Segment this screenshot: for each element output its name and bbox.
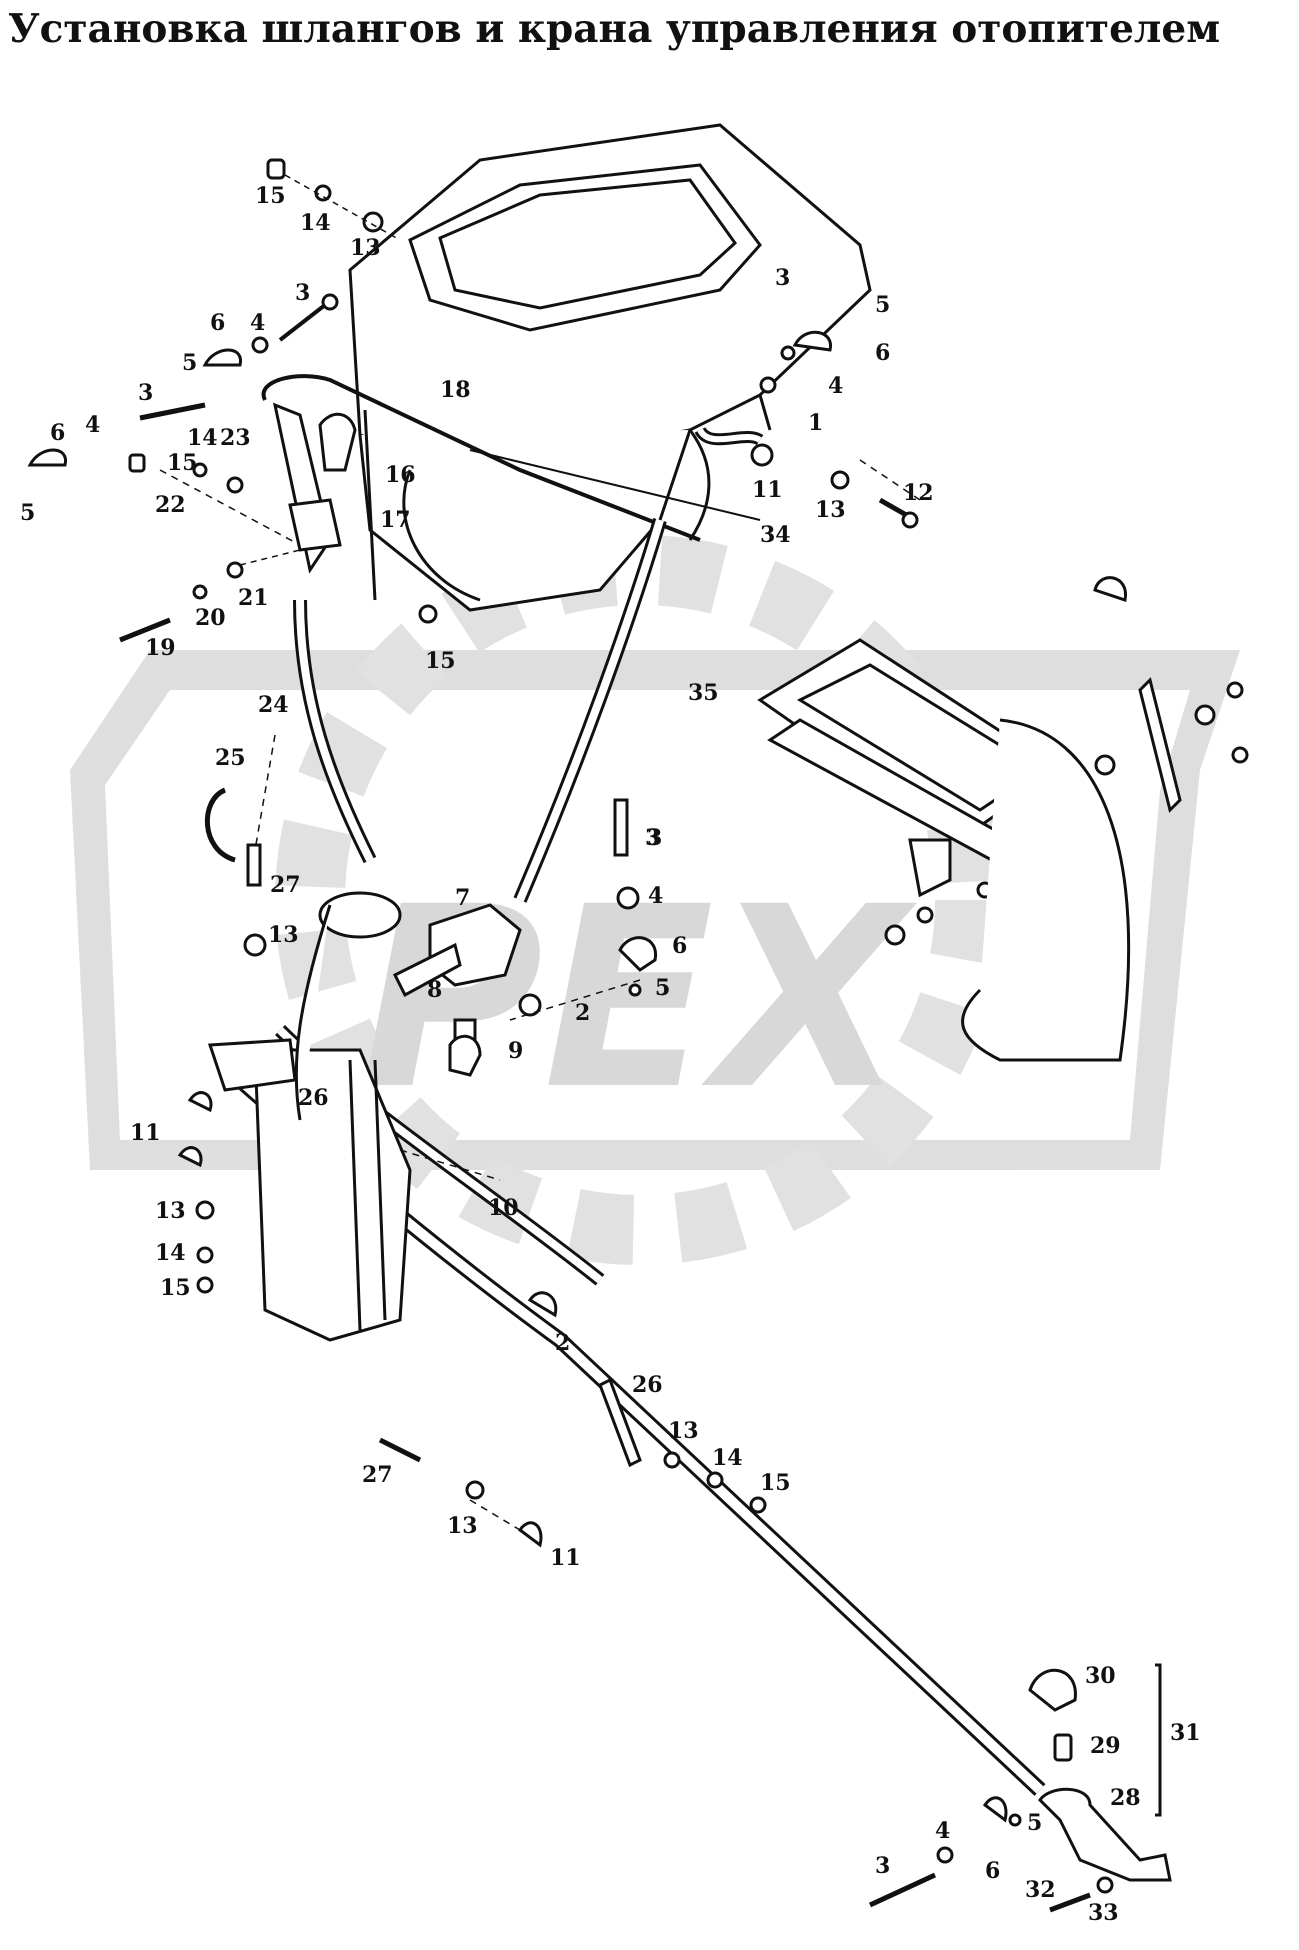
callout-label: 15 — [160, 1275, 191, 1301]
callout-label: 3 — [647, 825, 662, 851]
callout-label: 19 — [145, 635, 176, 661]
callout-label: 10 — [488, 1195, 519, 1221]
callout-label: 8 — [427, 977, 442, 1003]
callout-label: 34 — [760, 522, 791, 548]
callout-label: 15 — [255, 183, 286, 209]
callout-label: 7 — [455, 885, 470, 911]
callout-label: 31 — [1170, 1720, 1201, 1746]
callout-label: 11 — [130, 1120, 161, 1146]
heater-housing — [348, 123, 872, 612]
top-fasteners — [27, 158, 919, 643]
callout-label: 11 — [550, 1545, 581, 1571]
callout-label: 5 — [1027, 1810, 1042, 1836]
valve-bracket — [272, 402, 377, 601]
page-title: Установка шлангов и крана управления ото… — [8, 6, 1221, 52]
callout-label: 3 — [138, 380, 153, 406]
callout-label: 9 — [508, 1038, 523, 1064]
callout-label: 26 — [298, 1085, 329, 1111]
callout-label: 13 — [447, 1513, 478, 1539]
callout-label: 13 — [155, 1198, 186, 1224]
callout-label: 15 — [760, 1470, 791, 1496]
callout-label: 13 — [268, 922, 299, 948]
callout-label: 22 — [155, 492, 186, 518]
callout-label: 14 — [712, 1445, 743, 1471]
callout-label: 5 — [875, 292, 890, 318]
callout-label: 5 — [182, 350, 197, 376]
callout-label: 6 — [210, 310, 225, 336]
callout-label: 5 — [20, 500, 35, 526]
union-assembly — [868, 1663, 1172, 1913]
leader-lines — [159, 459, 921, 1531]
callout-label: 24 — [258, 692, 289, 718]
callout-label: 28 — [1110, 1785, 1141, 1811]
callout-label: 11 — [752, 477, 783, 503]
part-callouts: 15 14 13 3 4 6 5 3 4 6 5 6 5 3 14 23 15 … — [20, 183, 1201, 1926]
callout-label: 27 — [362, 1462, 393, 1488]
callout-label: 13 — [815, 497, 846, 523]
callout-label: 2 — [575, 1000, 590, 1026]
callout-label: 14 — [187, 425, 218, 451]
control-panel — [757, 576, 1249, 1062]
callout-label: 4 — [648, 883, 663, 909]
lower-duct — [207, 891, 412, 1342]
callout-label: 18 — [440, 377, 471, 403]
callout-label: 6 — [875, 340, 890, 366]
callout-label: 33 — [1088, 1900, 1119, 1926]
callout-label: 32 — [1025, 1877, 1056, 1903]
callout-label: 26 — [632, 1372, 663, 1398]
callout-label: 20 — [195, 605, 226, 631]
callout-label: 6 — [50, 420, 65, 446]
callout-label: 6 — [985, 1858, 1000, 1884]
callout-label: 4 — [935, 1818, 950, 1844]
callout-label: 4 — [85, 412, 100, 438]
callout-label: 3 — [775, 265, 790, 291]
callout-label: 4 — [250, 310, 265, 336]
callout-label: 13 — [668, 1418, 699, 1444]
control-valve — [243, 798, 657, 1077]
callout-label: 1 — [808, 410, 823, 436]
callout-label: 30 — [1085, 1663, 1116, 1689]
callout-label: 15 — [425, 648, 456, 674]
callout-label: 2 — [555, 1330, 570, 1356]
callout-label: 25 — [215, 745, 246, 771]
callout-label: 16 — [385, 462, 416, 488]
callout-label: 3 — [875, 1853, 890, 1879]
callout-label: 5 — [655, 975, 670, 1001]
callout-label: 4 — [828, 373, 843, 399]
lower-fasteners — [177, 1091, 767, 1548]
callout-label: 17 — [380, 507, 411, 533]
callout-label: 5 — [655, 975, 670, 1001]
callout-label: 6 — [672, 933, 687, 959]
callout-label: 3 — [295, 280, 310, 306]
callout-label: 21 — [238, 585, 269, 611]
callout-label: 27 — [270, 872, 301, 898]
callout-label: 12 — [903, 480, 934, 506]
callout-label: 23 — [220, 425, 251, 451]
callout-label: 14 — [300, 210, 331, 236]
callout-label: 29 — [1090, 1733, 1121, 1759]
callout-label: 35 — [688, 680, 719, 706]
callout-label: 13 — [350, 235, 381, 261]
callout-label: 15 — [167, 450, 198, 476]
callout-label: 14 — [155, 1240, 186, 1266]
callout-label: 3 — [645, 825, 660, 851]
